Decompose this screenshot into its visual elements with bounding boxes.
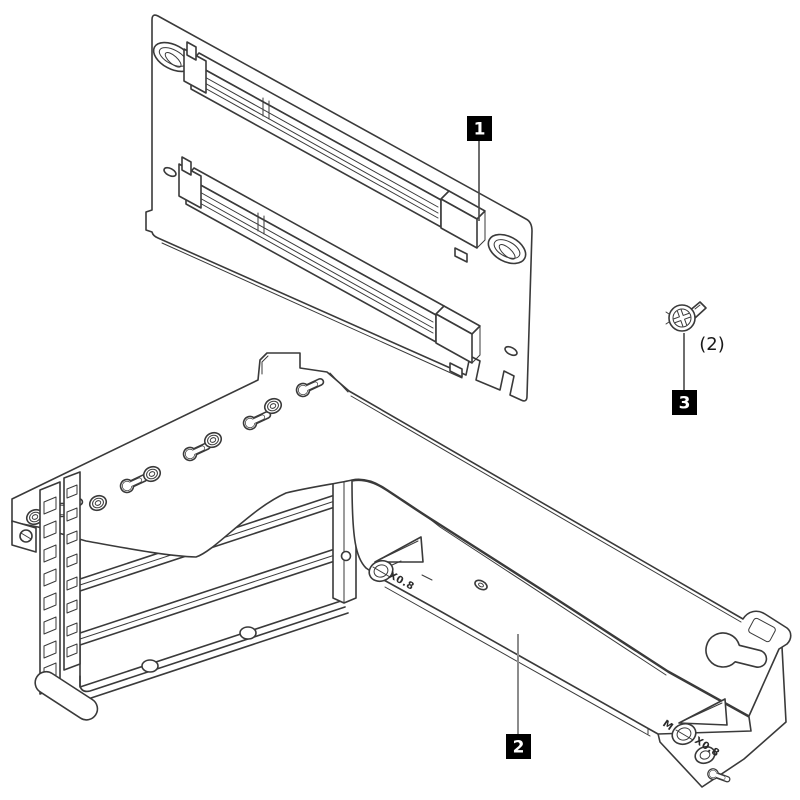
thumbscrew-right bbox=[671, 722, 697, 746]
riser-card-edge-thickness bbox=[161, 242, 463, 379]
callout-2-box bbox=[506, 734, 531, 759]
callout-3: 3 (2) bbox=[672, 333, 725, 415]
wall-hole bbox=[340, 550, 352, 562]
emi-finger-strip bbox=[63, 471, 81, 671]
callout-3-box bbox=[672, 390, 697, 415]
screw-quantity-label: (2) bbox=[699, 334, 725, 355]
arm-keyhole-cutout bbox=[705, 632, 768, 668]
end-plate-ring-hole bbox=[694, 745, 716, 765]
cage-base-edge bbox=[79, 606, 349, 700]
bracket-tip-screw bbox=[19, 529, 33, 543]
card-hole-small-left bbox=[163, 166, 177, 178]
callout-1-number: 1 bbox=[474, 120, 486, 140]
callout-1: 1 bbox=[467, 116, 492, 221]
card-handle-hole-right bbox=[487, 233, 527, 265]
riser-card bbox=[145, 14, 533, 402]
base-edge-bump bbox=[141, 659, 159, 673]
screw-item bbox=[665, 301, 707, 332]
callout-2-number: 2 bbox=[513, 738, 525, 758]
phillips-recess-icon bbox=[673, 309, 691, 327]
callout-2: 2 bbox=[506, 634, 531, 759]
thread-marking-right-prefix: M bbox=[660, 718, 675, 733]
bracket-rail bbox=[39, 481, 61, 695]
base-edge-bump bbox=[239, 626, 257, 640]
callout-3-number: 3 bbox=[679, 394, 691, 414]
standoff-ring bbox=[474, 579, 488, 591]
release-latch bbox=[34, 670, 99, 721]
riser-cage: X0.8 M X0.8 bbox=[11, 352, 792, 788]
emi-finger-holes bbox=[66, 484, 78, 658]
emc-bracket bbox=[11, 471, 99, 721]
card-hole-small-right bbox=[504, 345, 518, 357]
arm-end-tab-mark bbox=[748, 617, 776, 643]
callout-1-box bbox=[467, 116, 492, 141]
cage-top-face bbox=[11, 352, 792, 717]
thumbscrew-left bbox=[368, 559, 402, 583]
